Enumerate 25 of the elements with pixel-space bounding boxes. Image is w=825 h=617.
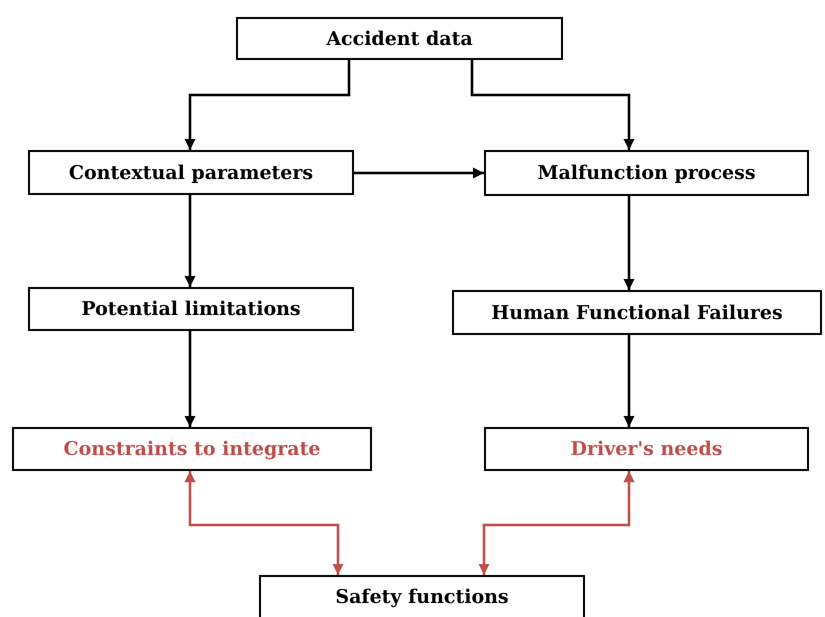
- box-label: Human Functional Failures: [491, 302, 783, 324]
- arrow: [623, 196, 635, 290]
- arrow: [478, 471, 635, 575]
- process-box: [28, 287, 354, 331]
- arrow: [470, 60, 635, 150]
- arrow: [184, 471, 344, 575]
- arrow: [623, 335, 635, 427]
- process-box: [12, 427, 372, 471]
- arrow: [184, 195, 196, 287]
- box-label: Malfunction process: [537, 162, 756, 184]
- arrow: [184, 60, 350, 150]
- process-box: [259, 575, 585, 617]
- box-label: Safety functions: [335, 586, 509, 608]
- process-box: [236, 17, 563, 60]
- process-box: [452, 290, 822, 335]
- arrow: [184, 331, 196, 427]
- process-box: [484, 150, 809, 196]
- box-label: Constraints to integrate: [64, 438, 320, 460]
- box-label: Driver's needs: [570, 438, 722, 460]
- process-box: [28, 150, 354, 195]
- box-label: Contextual parameters: [68, 162, 314, 184]
- arrow: [354, 167, 484, 179]
- process-box: [484, 427, 809, 471]
- box-label: Potential limitations: [81, 298, 301, 320]
- box-label: Accident data: [326, 28, 473, 50]
